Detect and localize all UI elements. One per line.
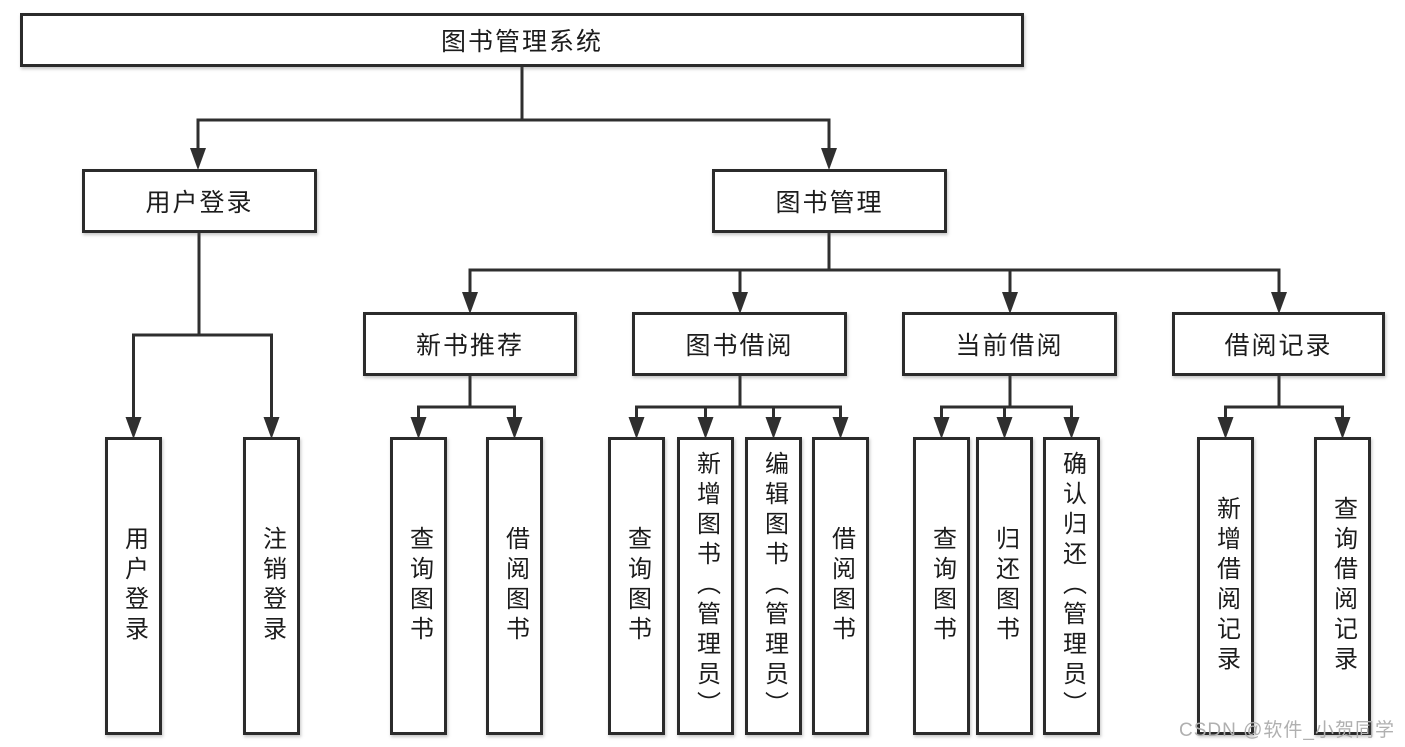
leaf-query-borrow-record: 查询借阅记录 [1314,437,1371,735]
leaf-user-login: 用户登录 [105,437,162,735]
connector-book-borrow [635,375,842,421]
connector-book-management [468,232,1281,296]
leaf-logout-login: 注销登录 [243,437,300,735]
node-book-borrow: 图书借阅 [632,312,847,376]
node-library-management-system: 图书管理系统 [20,13,1024,67]
connector-current-borrow [940,375,1073,421]
connector-borrow-records [1224,375,1344,421]
node-current-borrow: 当前借阅 [902,312,1117,376]
node-user-login: 用户登录 [82,169,317,233]
leaf-query-books-recommend: 查询图书 [390,437,447,735]
leaf-query-books-borrow: 查询图书 [608,437,665,735]
leaf-add-book-admin: 新增图书（管理员） [677,437,734,735]
connector-new-book-recommend [417,375,516,421]
leaf-edit-book-admin: 编辑图书（管理员） [745,437,802,735]
connector-root [196,66,831,152]
connector-user-login [132,231,273,421]
leaf-confirm-return-admin: 确认归还（管理员） [1043,437,1100,735]
leaf-query-books-current: 查询图书 [913,437,970,735]
node-borrow-records: 借阅记录 [1172,312,1385,376]
leaf-borrow-books-recommend: 借阅图书 [486,437,543,735]
leaf-borrow-books: 借阅图书 [812,437,869,735]
leaf-return-books: 归还图书 [976,437,1033,735]
leaf-add-borrow-record: 新增借阅记录 [1197,437,1254,735]
node-new-book-recommend: 新书推荐 [363,312,577,376]
node-book-management: 图书管理 [712,169,947,233]
csdn-watermark: CSDN @软件_小贺同学 [1179,720,1395,741]
